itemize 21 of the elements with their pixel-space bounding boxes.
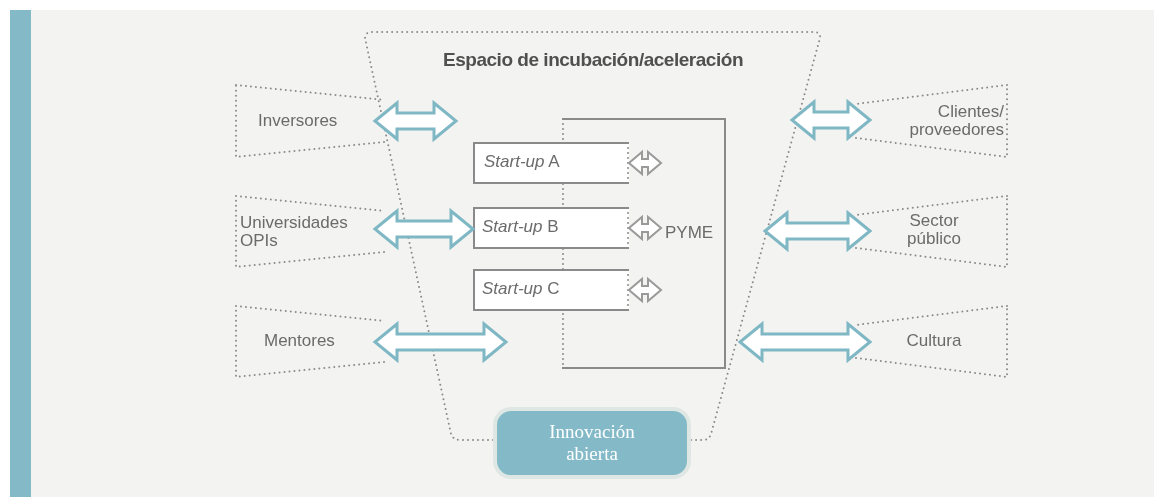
node-label: PYME [665,224,715,242]
node-label: Inversores [258,112,339,130]
double-arrow [372,320,509,364]
node-label: Start-up A [484,152,561,172]
double-arrow [762,209,873,253]
heading: Espacio de incubación/aceleración [441,48,745,72]
double-arrow [372,207,476,251]
node-label: Cultura [905,332,963,350]
double-arrow [372,99,459,143]
double-arrow [627,149,663,177]
node-label: Clientes/ proveedores [908,103,1004,139]
node-label: Start-up B [482,217,560,237]
node-label: Start-up C [482,279,561,299]
double-arrow [737,320,873,364]
double-arrow [789,98,873,142]
node-label: Universidades OPIs [240,214,349,250]
node-label: Sector público [906,212,962,248]
node-label: Mentores [264,332,336,350]
double-arrow [627,276,663,304]
rounded-box: Innovación abierta [493,407,691,479]
double-arrow [627,214,663,242]
